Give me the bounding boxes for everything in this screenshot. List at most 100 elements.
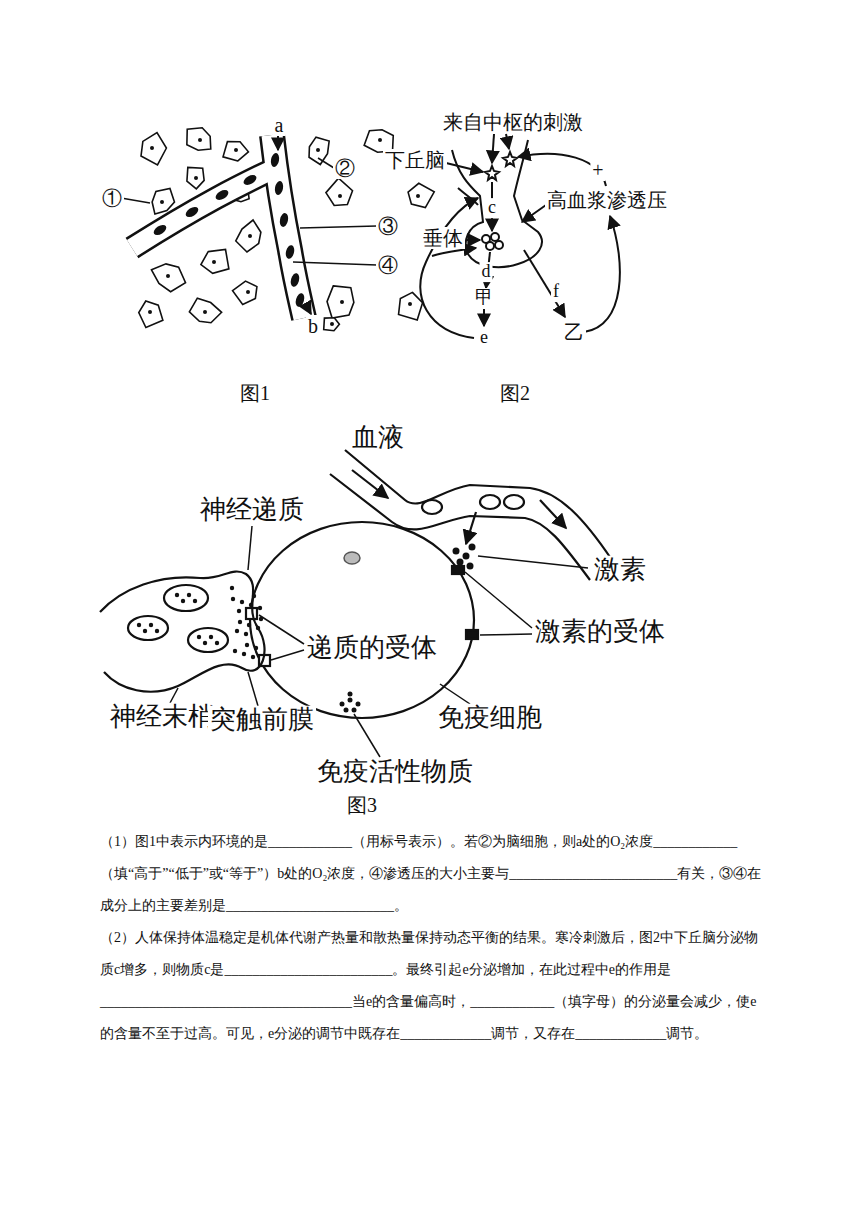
tissue-cell xyxy=(326,178,353,205)
figure-label: 图2 xyxy=(498,382,532,404)
cell-nucleus xyxy=(234,148,238,152)
arrow xyxy=(483,309,485,326)
pituitary-cell xyxy=(491,233,499,241)
red-blood-cell xyxy=(270,152,280,167)
cell-nucleus xyxy=(150,146,154,150)
transmitter-dot xyxy=(258,606,262,610)
tissue-cell xyxy=(187,167,204,189)
question-text: （2）人体保持体温稳定是机体代谢产热量和散热量保持动态平衡的结果。寒冷刺激后，图… xyxy=(100,922,762,1050)
transmitter-dot xyxy=(249,603,253,607)
tissue-cell xyxy=(408,183,434,207)
transmitter-dot xyxy=(215,641,219,645)
synaptic-vesicle-group xyxy=(164,585,208,611)
transmitter-dot xyxy=(247,623,251,627)
figure-label: 免疫活性物质 xyxy=(315,758,475,787)
tissue-cell xyxy=(139,301,163,327)
leader-lines xyxy=(170,526,588,757)
red-blood-cell xyxy=(289,272,300,288)
transmitter-dot xyxy=(254,646,258,650)
arrow xyxy=(506,134,509,149)
pituitary-outline xyxy=(452,140,542,267)
tissue-cell xyxy=(189,298,221,323)
transmitter-dot xyxy=(256,626,260,630)
arrow xyxy=(442,162,483,172)
tissue-cell xyxy=(327,286,354,318)
feedback-arrow xyxy=(432,248,476,256)
blood-cell xyxy=(422,500,442,514)
flow-arrow xyxy=(540,500,566,528)
red-blood-cell xyxy=(294,292,306,308)
tissue-cell xyxy=(233,281,257,304)
transmitter-dot xyxy=(245,643,249,647)
figure-label: 突触前膜 xyxy=(208,706,316,735)
cell-nucleus xyxy=(246,290,250,294)
figure-label: 图1 xyxy=(238,382,272,404)
figure-label: ③ xyxy=(376,215,400,237)
hormone-receptor xyxy=(452,566,464,574)
cell-nucleus xyxy=(316,148,320,152)
nerve-terminal xyxy=(100,572,265,692)
transmitter-dots xyxy=(137,586,263,659)
transmitter-dot xyxy=(244,632,248,636)
arrow xyxy=(584,216,620,332)
tissue-cell xyxy=(324,318,340,331)
transmitter-dot xyxy=(237,609,241,613)
cell-nucleus xyxy=(344,552,360,564)
transmitter-dot xyxy=(235,629,239,633)
figure-label: 免疫细胞 xyxy=(436,704,544,733)
transmitter-dot xyxy=(242,652,246,656)
cell-nucleus xyxy=(378,138,382,142)
tissue-cell xyxy=(399,292,423,320)
figure-label: + xyxy=(590,159,605,181)
red-blood-cell xyxy=(284,244,295,260)
cell-nucleus xyxy=(148,310,152,314)
cell-nucleus xyxy=(330,322,334,326)
transmitter-dot xyxy=(137,623,141,627)
transmitter-dot xyxy=(231,597,235,601)
figure-label: 神经递质 xyxy=(198,496,306,525)
cell-nucleus xyxy=(248,234,252,238)
hypothalamus-figure xyxy=(420,134,620,338)
cell-nucleus xyxy=(198,138,202,142)
pituitary-cell xyxy=(495,241,503,249)
transmitter-dot xyxy=(230,586,234,590)
red-blood-cell xyxy=(274,180,284,195)
transmitter-dot xyxy=(181,599,185,603)
transmitter-dot xyxy=(187,593,191,597)
figure-label: 图3 xyxy=(345,794,379,816)
transmitter-dot xyxy=(193,599,197,603)
transmitter-dot xyxy=(175,593,179,597)
question-text: （1）图1中表示内环境的是____________（用标号表示）。若②为脑细胞，… xyxy=(100,826,762,922)
figure-label: ① xyxy=(100,187,124,209)
transmitter-dot xyxy=(233,649,237,653)
arrow xyxy=(518,154,606,186)
cell-nucleus xyxy=(194,176,198,180)
immune-figure xyxy=(100,450,612,757)
capillary-wall xyxy=(132,168,276,248)
synaptic-vesicle-group xyxy=(128,616,168,640)
figure-label: 血液 xyxy=(350,424,406,453)
figure-label: ④ xyxy=(376,254,400,276)
leader-line xyxy=(318,158,334,168)
tissue-cell xyxy=(201,249,229,273)
flow-arrow xyxy=(352,470,388,498)
figure-label: a xyxy=(273,114,286,136)
immune-substance xyxy=(340,692,361,713)
blood-cell xyxy=(480,495,500,509)
flow-arrow xyxy=(306,305,311,314)
tissue-cell xyxy=(236,220,261,252)
red-blood-cell xyxy=(279,212,290,227)
leader-line xyxy=(293,262,377,265)
cell-nucleus xyxy=(166,274,170,278)
neuron-symbol xyxy=(485,166,499,180)
hypothalamus-outline xyxy=(458,188,478,205)
figure-label: e xyxy=(478,328,490,348)
immune-cell xyxy=(250,522,474,718)
figure-label: 高血浆渗透压 xyxy=(545,189,669,211)
figure-label: 激素 xyxy=(592,556,648,585)
transmitter-dot xyxy=(240,600,244,604)
figure-label: 垂体 xyxy=(421,227,465,249)
figure-label: b xyxy=(306,315,320,337)
capillary-lumen xyxy=(132,168,276,248)
